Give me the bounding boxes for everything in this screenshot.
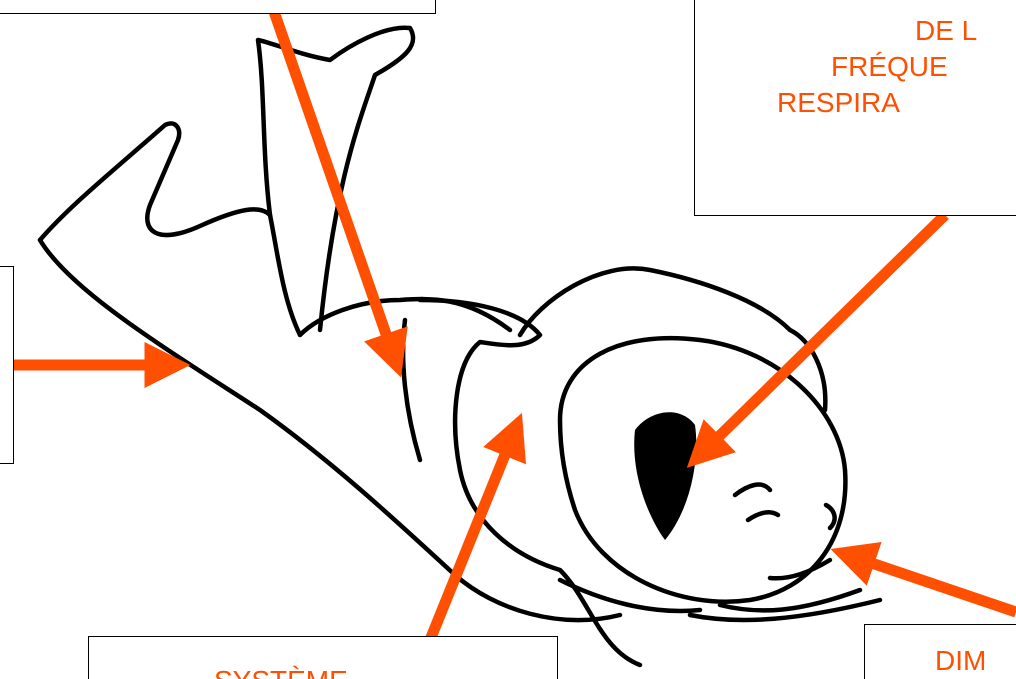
smile-outline — [770, 560, 830, 578]
label-box-system: SYSTÈME — [88, 636, 558, 679]
label-box-left — [0, 266, 14, 464]
arrow-to-chest — [430, 430, 515, 640]
label-system-text: SYSTÈME — [214, 665, 348, 679]
body-outline-lower — [40, 240, 620, 620]
eye-outline — [735, 485, 778, 520]
arrow-to-mouth — [700, 215, 945, 455]
nose-outline — [826, 505, 835, 528]
label-line-2: FRÉQUE — [831, 51, 948, 83]
mouth-shape — [634, 412, 696, 540]
arm-outline — [420, 300, 640, 665]
label-line-1: DE L — [915, 15, 977, 47]
label-box-bottom-right: DIM — [864, 624, 1016, 679]
head-outline — [560, 338, 845, 602]
sleeve-fold — [403, 320, 420, 460]
label-box-breathing-rate: DE L FRÉQUE RESPIRA — [694, 0, 1016, 216]
body-outline-upper — [40, 123, 510, 335]
label-line-3: RESPIRA — [777, 87, 900, 119]
label-box-top-left — [0, 0, 436, 14]
label-bottom-right-text: DIM — [935, 645, 986, 677]
